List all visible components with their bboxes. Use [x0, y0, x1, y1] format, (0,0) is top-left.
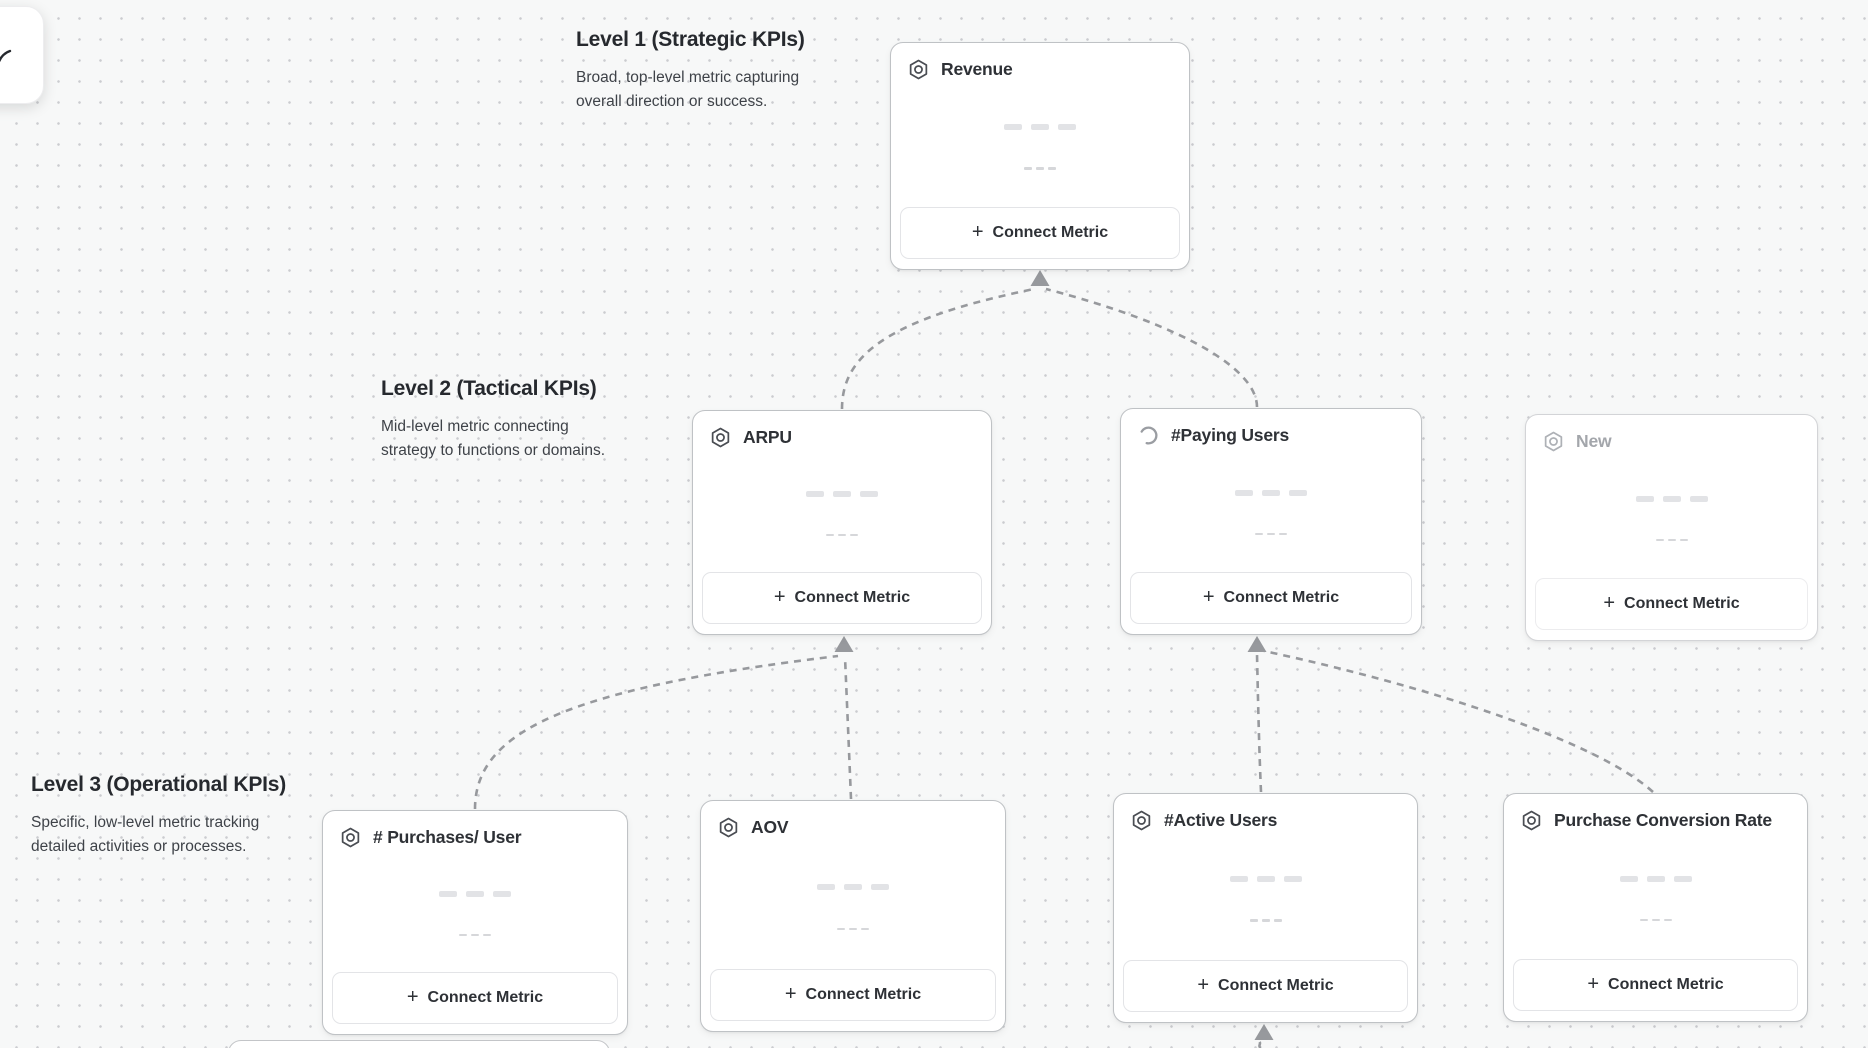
connector-active-to-paying	[1255, 653, 1263, 793]
metric-card-revenue[interactable]: Revenue + Connect Metric	[890, 42, 1190, 270]
metric-card-header: # Purchases/ User	[338, 825, 522, 849]
plus-icon: +	[1197, 974, 1210, 996]
hexagon-metric-icon	[1519, 808, 1543, 832]
metric-card-title: #Active Users	[1164, 809, 1278, 830]
connect-metric-button[interactable]: + Connect Metric	[710, 969, 996, 1021]
connect-metric-button[interactable]: + Connect Metric	[332, 972, 618, 1024]
connector-arpu-to-revenue	[840, 287, 1035, 410]
metric-placeholder-dashes	[891, 167, 1189, 170]
level-2-title: Level 2 (Tactical KPIs)	[381, 377, 597, 400]
metric-card-paying-users[interactable]: #Paying Users + Connect Metric	[1120, 408, 1422, 635]
metric-placeholder-dashes	[1114, 919, 1417, 922]
connect-metric-label: Connect Metric	[1608, 976, 1724, 993]
metric-card-title: #Paying Users	[1171, 424, 1290, 445]
plus-icon: +	[784, 983, 797, 1005]
metric-placeholder-bars	[1114, 876, 1417, 883]
loading-spinner-icon	[1136, 423, 1160, 447]
metric-placeholder-bars	[323, 891, 627, 898]
metric-card-header: Purchase Conversion Rate	[1519, 808, 1772, 832]
connect-metric-label: Connect Metric	[1624, 595, 1740, 612]
metric-placeholder-dashes	[1504, 918, 1807, 922]
arrowhead-into-active-users	[1254, 1024, 1274, 1040]
metric-card-header: New	[1541, 429, 1612, 453]
connect-metric-label: Connect Metric	[1218, 977, 1334, 994]
connect-metric-label: Connect Metric	[805, 986, 922, 1003]
metric-placeholder-dashes	[693, 533, 991, 537]
metric-card-title: New	[1576, 430, 1612, 451]
level-3-title: Level 3 (Operational KPIs)	[31, 773, 287, 796]
connect-metric-button[interactable]: + Connect Metric	[900, 207, 1180, 259]
metric-card-active-users[interactable]: #Active Users + Connect Metric	[1113, 793, 1418, 1023]
plus-icon: +	[1587, 973, 1600, 995]
metric-card-header: #Paying Users	[1136, 423, 1289, 447]
cursor-tool-icon	[0, 49, 12, 63]
metric-card-purchases-per-user[interactable]: # Purchases/ User + Connect Metric	[322, 810, 628, 1035]
metric-card-header: ARPU	[708, 425, 792, 449]
plus-icon: +	[1202, 586, 1215, 608]
metric-card-title: Revenue	[941, 58, 1013, 79]
connect-metric-label: Connect Metric	[1223, 589, 1340, 606]
hexagon-metric-icon	[1541, 429, 1565, 453]
hexagon-metric-icon	[338, 825, 362, 849]
metric-placeholder-bars	[891, 124, 1189, 131]
hexagon-metric-icon	[1129, 808, 1153, 832]
connect-metric-button[interactable]: + Connect Metric	[1535, 578, 1808, 630]
metric-card-title: # Purchases/ User	[373, 826, 522, 847]
metric-placeholder-bars	[1526, 496, 1817, 502]
arrowhead-into-revenue	[1030, 270, 1050, 286]
connect-metric-button[interactable]: + Connect Metric	[702, 572, 982, 624]
level-1-label: Level 1 (Strategic KPIs) Broad, top-leve…	[576, 28, 805, 114]
metric-card-aov[interactable]: AOV + Connect Metric	[700, 800, 1006, 1032]
metric-placeholder-dashes	[1526, 538, 1817, 542]
hexagon-metric-icon	[716, 815, 740, 839]
floating-tool-button[interactable]	[0, 6, 44, 104]
metric-card-header: AOV	[716, 815, 789, 839]
plus-icon: +	[1603, 592, 1616, 614]
metric-placeholder-dashes	[701, 927, 1005, 930]
level-3-label: Level 3 (Operational KPIs) Specific, low…	[31, 773, 286, 859]
connect-metric-label: Connect Metric	[992, 224, 1109, 241]
metric-card-title: ARPU	[743, 426, 792, 447]
metric-placeholder-dashes	[1121, 532, 1421, 536]
connector-pcr-to-paying	[1263, 649, 1654, 793]
connector-purchases-to-arpu	[473, 654, 839, 810]
level-1-title: Level 1 (Strategic KPIs)	[576, 28, 805, 51]
arrowhead-into-arpu	[834, 636, 854, 652]
metric-card-header: Revenue	[906, 57, 1013, 81]
connect-metric-label: Connect Metric	[794, 589, 911, 606]
metric-placeholder-bars	[1504, 875, 1807, 882]
metric-card-header: #Active Users	[1129, 808, 1277, 832]
metric-placeholder-dashes	[323, 933, 627, 937]
plus-icon: +	[971, 221, 984, 243]
plus-icon: +	[406, 986, 419, 1008]
partial-metric-card-bottom[interactable]	[228, 1040, 610, 1048]
hexagon-metric-icon	[708, 425, 732, 449]
arrowhead-into-paying-users	[1247, 636, 1267, 652]
connect-metric-label: Connect Metric	[427, 989, 544, 1006]
connect-metric-button[interactable]: + Connect Metric	[1130, 572, 1412, 624]
metric-card-purchase-conversion-rate[interactable]: Purchase Conversion Rate + Connect Metri…	[1503, 793, 1808, 1022]
metric-card-title: Purchase Conversion Rate	[1554, 809, 1772, 830]
plus-icon: +	[773, 586, 786, 608]
metric-card-arpu[interactable]: ARPU + Connect Metric	[692, 410, 992, 635]
connect-metric-button[interactable]: + Connect Metric	[1513, 959, 1798, 1011]
metric-placeholder-bars	[1121, 490, 1421, 496]
metric-placeholder-bars	[701, 883, 1005, 890]
connector-paying-to-revenue	[1045, 287, 1259, 408]
connector-aov-to-arpu	[843, 656, 853, 800]
metric-card-title: AOV	[751, 816, 789, 837]
metric-placeholder-bars	[693, 491, 991, 498]
connect-metric-button[interactable]: + Connect Metric	[1123, 960, 1408, 1012]
hexagon-metric-icon	[906, 57, 930, 81]
metric-card-new[interactable]: New + Connect Metric	[1525, 414, 1818, 641]
level-2-label: Level 2 (Tactical KPIs) Mid-level metric…	[381, 377, 605, 463]
connector-offscreen-to-active	[1257, 1040, 1262, 1048]
